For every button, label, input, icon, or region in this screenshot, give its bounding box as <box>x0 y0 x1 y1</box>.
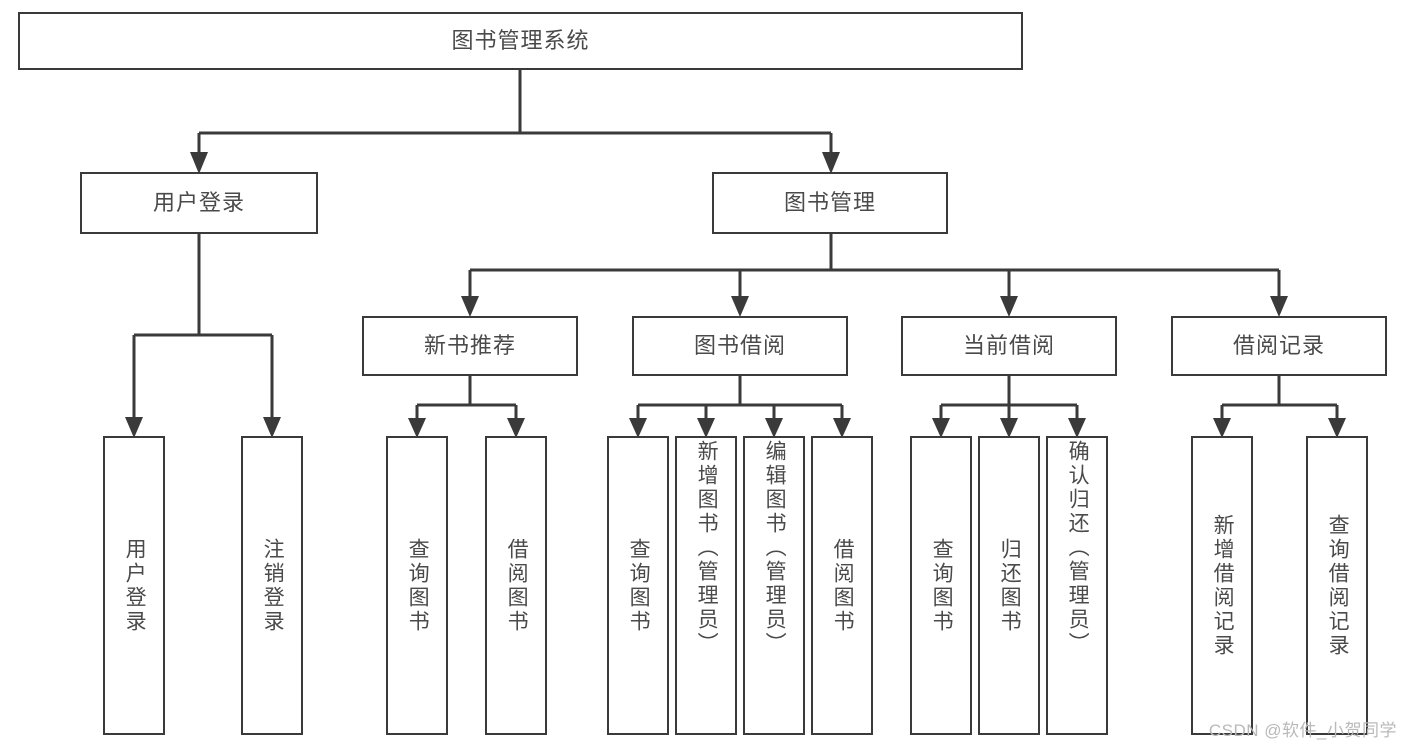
arrowhead-leaf-borrow-book-2 <box>833 418 851 438</box>
arrowhead-borrow-record <box>1270 296 1288 317</box>
node-root-label: 图书管理系统 <box>451 28 590 54</box>
arrowhead-leaf-add-book <box>697 418 715 438</box>
node-leaf-logout-label: 注销登录 <box>261 537 285 634</box>
node-leaf-query-record-label: 查询借阅记录 <box>1326 513 1350 658</box>
node-leaf-borrow-book-2[interactable]: 借阅图书 <box>811 436 873 735</box>
node-book-borrow[interactable]: 图书借阅 <box>632 316 848 376</box>
node-current-borrow-label: 当前借阅 <box>962 333 1055 359</box>
node-leaf-query-book-2-label: 查询图书 <box>627 537 651 634</box>
arrowhead-leaf-return-book <box>1000 418 1018 438</box>
node-leaf-edit-book[interactable]: 编辑图书（管理员） <box>743 436 805 735</box>
node-leaf-query-record[interactable]: 查询借阅记录 <box>1306 436 1368 735</box>
arrowhead-leaf-add-record <box>1213 418 1231 438</box>
node-borrow-record[interactable]: 借阅记录 <box>1171 316 1387 376</box>
node-leaf-user-login-label: 用户登录 <box>123 537 147 634</box>
node-leaf-query-book-3-label: 查询图书 <box>930 537 954 634</box>
node-current-borrow[interactable]: 当前借阅 <box>901 316 1117 376</box>
arrowhead-leaf-query-book-3 <box>932 418 950 438</box>
node-user-login-label: 用户登录 <box>152 190 245 216</box>
node-leaf-add-book-label: 新增图书（管理员） <box>695 440 719 656</box>
node-borrow-record-label: 借阅记录 <box>1232 333 1325 359</box>
arrowhead-leaf-confirm-return <box>1068 418 1086 438</box>
arrowhead-book-management <box>822 152 840 174</box>
node-user-login[interactable]: 用户登录 <box>80 172 318 234</box>
arrowhead-leaf-borrow-book-1 <box>507 418 525 438</box>
node-book-management[interactable]: 图书管理 <box>712 172 948 234</box>
node-leaf-user-login[interactable]: 用户登录 <box>103 436 165 735</box>
node-leaf-add-record-label: 新增借阅记录 <box>1211 513 1235 658</box>
node-new-book-recommend[interactable]: 新书推荐 <box>362 316 578 376</box>
node-leaf-edit-book-label: 编辑图书（管理员） <box>763 440 787 656</box>
node-leaf-return-book[interactable]: 归还图书 <box>978 436 1040 735</box>
node-leaf-confirm-return-label: 确认归还（管理员） <box>1066 440 1090 656</box>
node-leaf-query-book-2[interactable]: 查询图书 <box>607 436 669 735</box>
node-new-book-recommend-label: 新书推荐 <box>423 333 516 359</box>
arrowhead-current-borrow <box>1000 296 1018 317</box>
node-leaf-confirm-return[interactable]: 确认归还（管理员） <box>1046 436 1108 735</box>
node-leaf-query-book-1[interactable]: 查询图书 <box>386 436 448 735</box>
node-book-borrow-label: 图书借阅 <box>693 333 786 359</box>
node-leaf-borrow-book-1-label: 借阅图书 <box>505 537 529 634</box>
arrowhead-book-borrow <box>731 296 749 317</box>
arrowhead-leaf-edit-book <box>765 418 783 438</box>
arrowhead-leaf-logout <box>263 417 281 438</box>
node-root[interactable]: 图书管理系统 <box>18 12 1023 70</box>
node-leaf-add-record[interactable]: 新增借阅记录 <box>1191 436 1253 735</box>
arrowhead-leaf-user-login <box>125 417 143 438</box>
arrowhead-user-login <box>190 152 208 174</box>
csdn-watermark: CSDN @软件_小贺同学 <box>1208 721 1397 740</box>
node-leaf-add-book[interactable]: 新增图书（管理员） <box>675 436 737 735</box>
arrowhead-leaf-query-book-2 <box>629 418 647 438</box>
node-leaf-query-book-3[interactable]: 查询图书 <box>910 436 972 735</box>
node-leaf-return-book-label: 归还图书 <box>998 537 1022 634</box>
node-leaf-logout[interactable]: 注销登录 <box>241 436 303 735</box>
node-leaf-query-book-1-label: 查询图书 <box>406 537 430 634</box>
node-leaf-borrow-book-2-label: 借阅图书 <box>831 537 855 634</box>
arrowhead-leaf-query-record <box>1328 418 1346 438</box>
node-book-management-label: 图书管理 <box>783 190 876 216</box>
arrowhead-new-book <box>461 296 479 317</box>
node-leaf-borrow-book-1[interactable]: 借阅图书 <box>485 436 547 735</box>
arrowhead-leaf-query-book-1 <box>408 418 426 438</box>
